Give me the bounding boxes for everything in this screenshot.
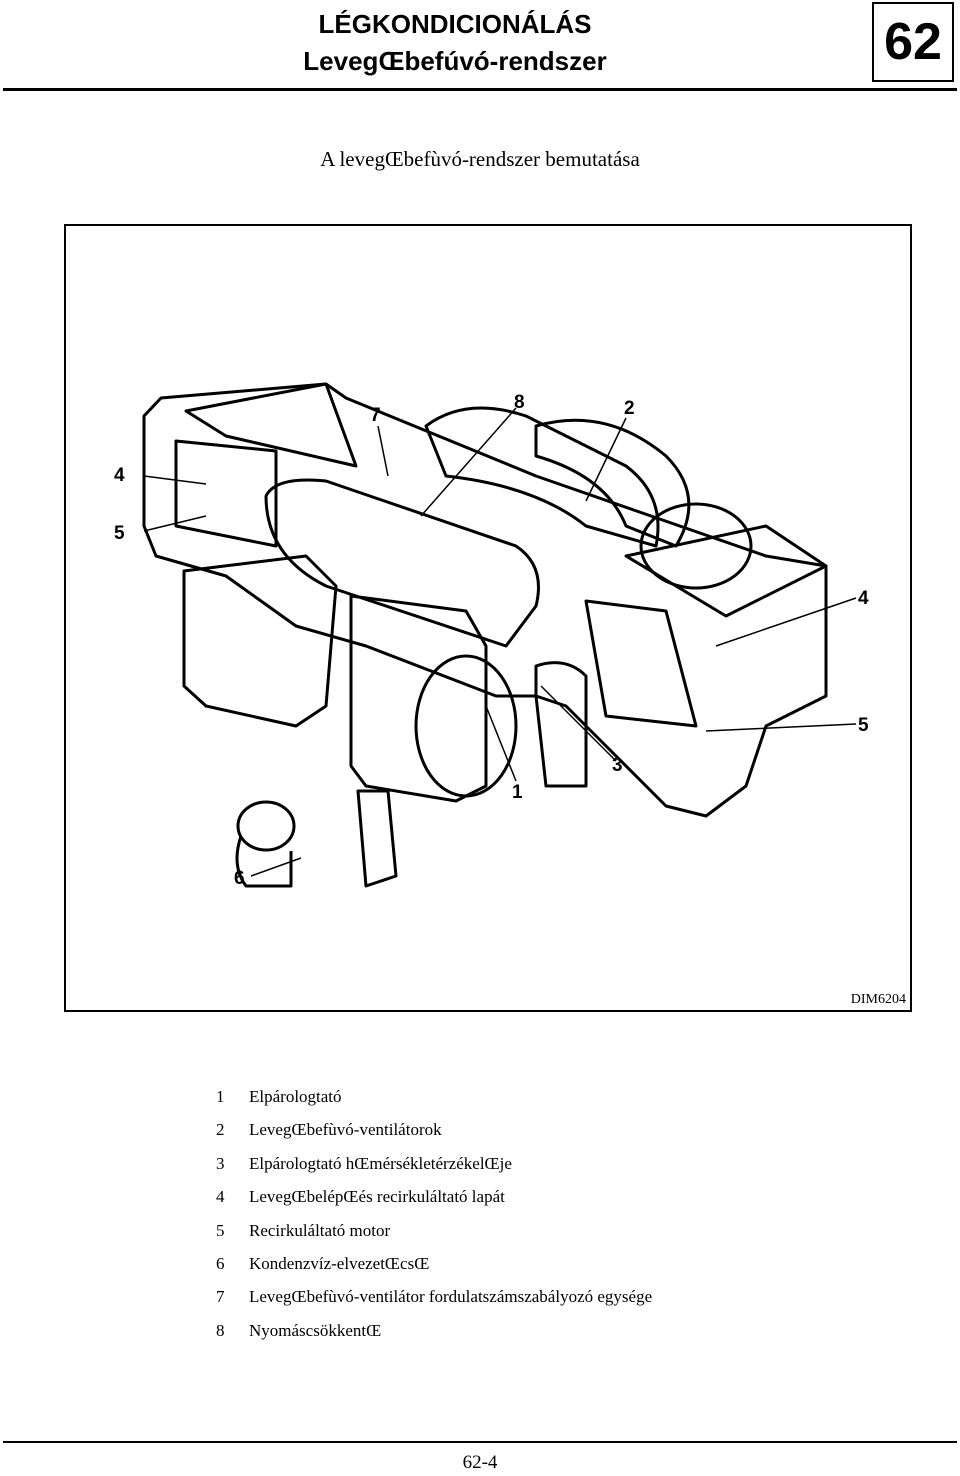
legend-item: 4 LevegŒbelépŒés recirkuláltató lapát <box>216 1186 652 1219</box>
legend-text: NyomáscsökkentŒ <box>249 1320 382 1340</box>
callout-3: 3 <box>612 755 623 776</box>
legend-number: 7 <box>216 1287 225 1307</box>
callout-4-left: 4 <box>114 465 125 486</box>
footer-rule <box>3 1441 957 1443</box>
legend-number: 3 <box>216 1153 225 1173</box>
legend-number: 6 <box>216 1253 225 1273</box>
legend-number: 2 <box>216 1120 225 1140</box>
legend-item: 1 Elpárologtató <box>216 1086 652 1119</box>
legend-item: 5 Recirkuláltató motor <box>216 1220 652 1253</box>
callout-5-right: 5 <box>858 715 869 736</box>
chapter-number-box: 62 <box>872 2 954 82</box>
legend-item: 8 NyomáscsökkentŒ <box>216 1320 652 1353</box>
legend-text: Kondenzvíz-elvezetŒcsŒ <box>249 1253 430 1273</box>
legend-text: LevegŒbefùvó-ventilátorok <box>249 1120 442 1140</box>
legend-list: 1 Elpárologtató 2 LevegŒbefùvó-ventiláto… <box>216 1086 652 1353</box>
callout-8: 8 <box>514 392 525 413</box>
legend-item: 3 Elpárologtató hŒmérsékletérzékelŒje <box>216 1153 652 1186</box>
legend-text: Recirkuláltató motor <box>249 1220 391 1240</box>
legend-number: 1 <box>216 1087 225 1106</box>
callout-1: 1 <box>512 782 523 803</box>
callout-7: 7 <box>370 405 381 426</box>
legend-number: 5 <box>216 1220 225 1240</box>
legend-number: 8 <box>216 1320 225 1340</box>
header-rule <box>3 88 957 91</box>
legend-text: LevegŒbefùvó-ventilátor fordulatszámszab… <box>249 1287 653 1307</box>
blower-system-drawing: 4 5 4 5 7 8 2 3 1 6 <box>114 382 869 889</box>
callout-2: 2 <box>624 398 635 419</box>
legend-text: Elpárologtató <box>249 1087 342 1106</box>
legend-text: LevegŒbelépŒés recirkuláltató lapát <box>249 1187 505 1207</box>
header-title: LÉGKONDICIONÁLÁS <box>318 9 592 39</box>
figure-code: DIM6204 <box>850 992 906 1007</box>
legend-item: 2 LevegŒbefùvó-ventilátorok <box>216 1119 652 1152</box>
header-subtitle: LevegŒbefúvó-rendszer <box>303 46 607 76</box>
page-number: 62-4 <box>462 1452 498 1473</box>
callout-6: 6 <box>234 868 245 889</box>
legend-item: 7 LevegŒbefùvó-ventilátor fordulatszámsz… <box>216 1286 652 1319</box>
callout-4-right: 4 <box>858 588 869 609</box>
legend-item: 6 Kondenzvíz-elvezetŒcsŒ <box>216 1253 652 1286</box>
figure-caption: A levegŒbefùvó-rendszer bemutatása <box>320 147 640 171</box>
legend-number: 4 <box>216 1187 225 1207</box>
callout-5-left: 5 <box>114 523 125 544</box>
legend-text: Elpárologtató hŒmérsékletérzékelŒje <box>249 1153 512 1173</box>
blower-system-figure: 4 5 4 5 7 8 2 3 1 6 DIM6204 <box>64 224 912 1012</box>
